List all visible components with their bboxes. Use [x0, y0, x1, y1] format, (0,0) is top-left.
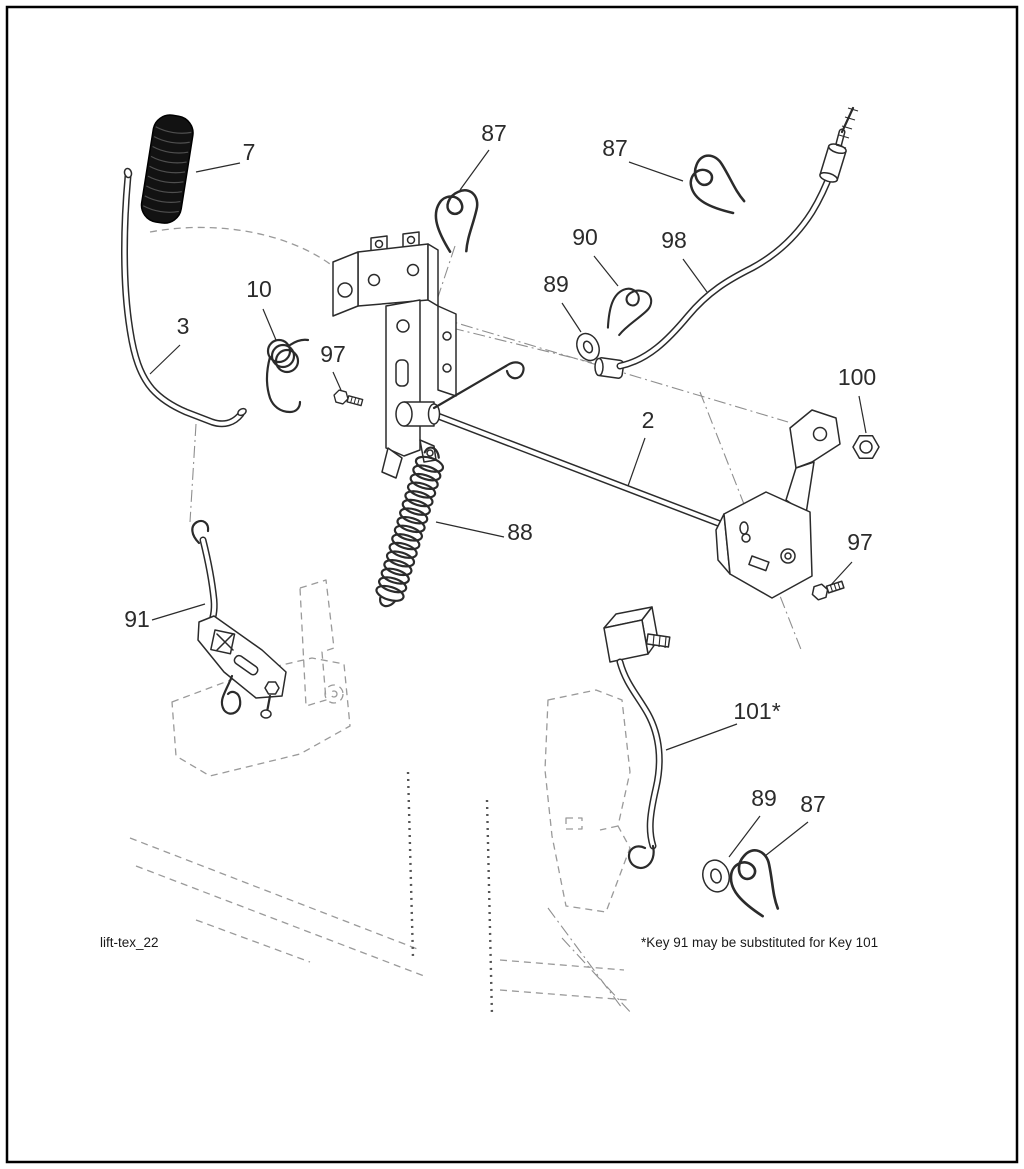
- callout-2: 2: [642, 407, 655, 433]
- callout-100: 100: [838, 364, 876, 390]
- lift-shaft-rod: [426, 409, 748, 537]
- callout-90: 90: [572, 224, 598, 250]
- leader-lines: [149, 149, 867, 858]
- callout-88: 88: [507, 519, 533, 545]
- callout-labels: 7 87 87 90 98 89 10 3 97 100 2 88 97 91 …: [124, 120, 876, 817]
- drawing-id: lift-tex_22: [100, 935, 159, 950]
- lift-link-rod: [603, 606, 671, 870]
- callout-87-a: 87: [481, 120, 507, 146]
- hairpin-clip-90: [606, 287, 653, 337]
- center-pivot-bracket: [332, 231, 457, 479]
- callout-10: 10: [246, 276, 272, 302]
- lift-handle-rod: [121, 167, 247, 428]
- callout-3: 3: [177, 313, 190, 339]
- chassis-outline-center: [485, 689, 633, 1017]
- footnote: *Key 91 may be substituted for Key 101: [641, 935, 878, 950]
- hex-nut: [852, 434, 880, 460]
- callout-97-b: 97: [847, 529, 873, 555]
- callout-91: 91: [124, 606, 150, 632]
- callout-101: 101*: [733, 698, 780, 724]
- callout-87-c: 87: [800, 791, 826, 817]
- page-frame: [5, 5, 1019, 1164]
- torsion-spring: [265, 338, 310, 414]
- callout-89-a: 89: [543, 271, 569, 297]
- adjustment-rod: [594, 106, 859, 379]
- right-pivot-bracket: [715, 409, 841, 599]
- shoulder-bolt-right: [811, 580, 845, 601]
- spring-anchor-rod: [432, 361, 525, 410]
- hairpin-clip-top-right: [689, 154, 746, 215]
- hairpin-clip-top-center: [434, 189, 479, 253]
- callout-97-a: 97: [320, 341, 346, 367]
- callout-98: 98: [661, 227, 687, 253]
- lift-link-lever: [191, 519, 287, 719]
- callout-7: 7: [243, 139, 256, 165]
- callout-87-b: 87: [602, 135, 628, 161]
- pivot-tube: [395, 401, 441, 427]
- shoulder-bolt-left: [333, 389, 364, 407]
- callout-89-b: 89: [751, 785, 777, 811]
- hairpin-clip-bottom-right: [729, 849, 780, 918]
- handle-grip: [140, 114, 194, 224]
- washer-bottom: [702, 859, 730, 893]
- washer-top: [576, 332, 600, 362]
